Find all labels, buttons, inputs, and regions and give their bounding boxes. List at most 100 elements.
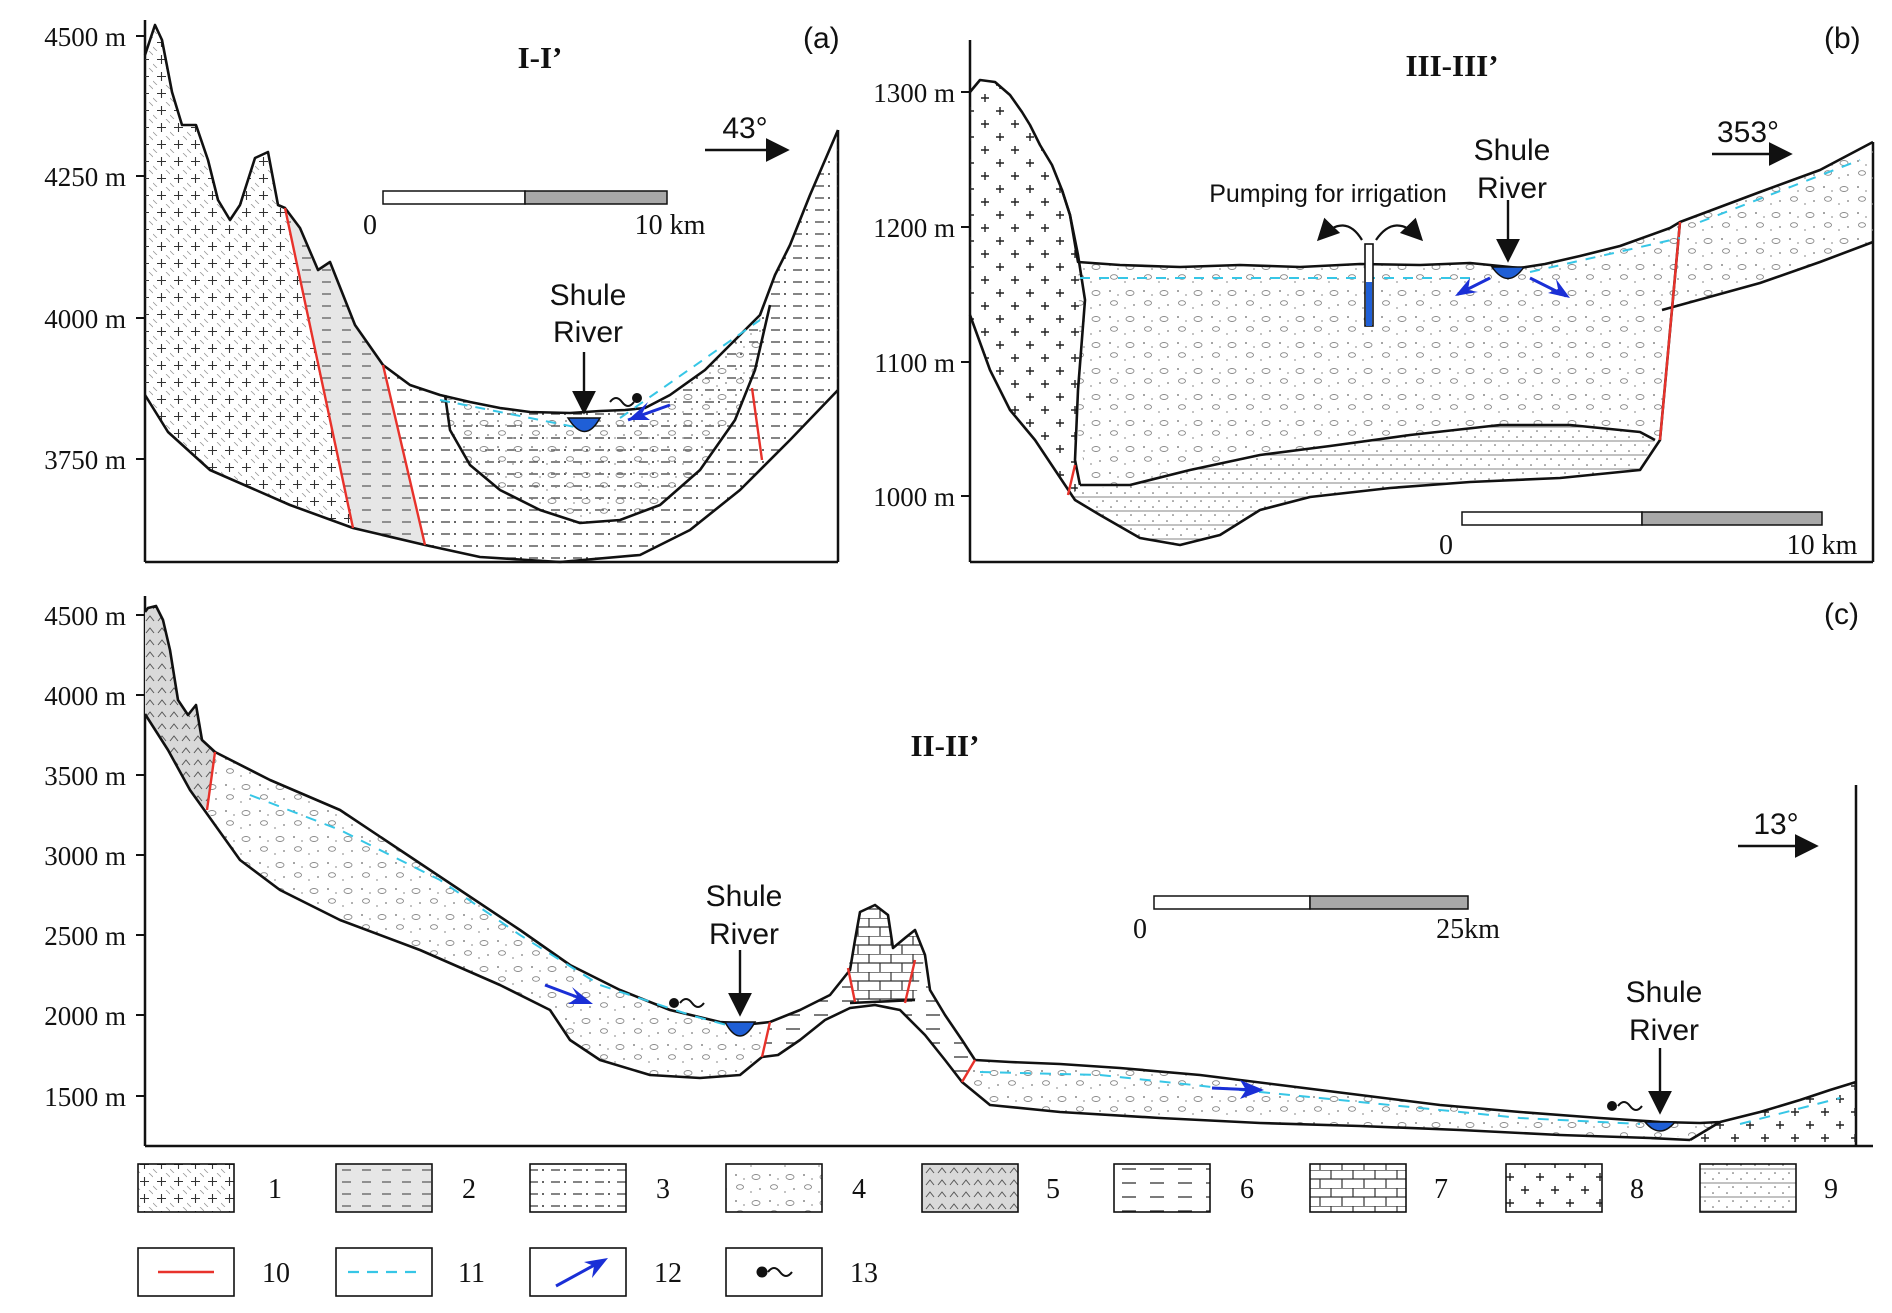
b-scale-start: 0: [1439, 530, 1453, 561]
legend-swatch-7: [1309, 1163, 1407, 1213]
c-surface-line: [143, 604, 1857, 1125]
b-river-label-line1: Shule: [1474, 134, 1551, 167]
legend-label-5: 5: [1046, 1174, 1060, 1205]
legend-label-1: 1: [268, 1174, 282, 1205]
c-water-table: [249, 794, 1841, 1125]
b-fault: [1066, 464, 1077, 496]
legend-label-6: 6: [1240, 1174, 1254, 1205]
panel-c-y-tick-label: 4000 m: [44, 681, 126, 711]
a-section-title: I-I’: [518, 40, 563, 75]
b-flow-arrowhead: [1455, 278, 1478, 296]
c-layer-4-lower: [962, 1060, 1720, 1138]
legend-item-4: 4: [725, 1163, 866, 1213]
legend-item-11: 11: [335, 1247, 485, 1297]
legend-item-6: 6: [1113, 1163, 1254, 1213]
legend-swatch-2: [335, 1163, 433, 1213]
b-river-label-line2: River: [1477, 172, 1547, 205]
b-fault: [1658, 221, 1682, 441]
a-fault: [283, 207, 355, 529]
legend-swatch-6: [1113, 1163, 1211, 1213]
legend-item-2: 2: [335, 1163, 476, 1213]
b-layer-4: [1078, 222, 1680, 485]
panel-c: 4500 m 4000 m 3500 m 3000 m 2500 m 2000 …: [44, 596, 1873, 1148]
c-layer-6: [762, 925, 985, 1082]
c-brick-base: [849, 998, 916, 1005]
c-direction-label: 13°: [1753, 808, 1798, 841]
c-layer-4-upper: [207, 752, 770, 1078]
legend-label-2: 2: [462, 1174, 476, 1205]
legend-item-12: 12: [529, 1247, 682, 1297]
a-layer-2: [285, 208, 425, 545]
panel-b-y-tick-label: 1300 m: [873, 78, 955, 108]
a-spring-symbol: [609, 393, 642, 407]
legend-label-7: 7: [1434, 1174, 1448, 1205]
a-panel-label: (a): [803, 22, 840, 55]
c-scale-bar: [1153, 895, 1469, 910]
b-alluvium-base: [1080, 423, 1656, 487]
legend: 1 2 3 4 5 6 7 8: [137, 1163, 1838, 1297]
legend-item-9: 9: [1699, 1163, 1838, 1213]
legend-item-3: 3: [529, 1163, 670, 1213]
legend-label-10: 10: [262, 1258, 290, 1289]
a-scale-end: 10 km: [635, 210, 706, 241]
a-layer-1: [145, 25, 353, 528]
panel-a-y-tick-label: 4000 m: [44, 304, 126, 334]
legend-swatch-4: [725, 1163, 823, 1213]
panel-c-y-ticks: 4500 m 4000 m 3500 m 3000 m 2500 m 2000 …: [44, 601, 145, 1112]
flow-arrow-icon: [555, 1260, 601, 1288]
panel-a-y-ticks: 4500 m 4250 m 4000 m 3750 m: [44, 22, 145, 475]
c-spring-symbol-2: [1607, 1101, 1643, 1111]
legend-item-5: 5: [921, 1163, 1060, 1213]
b-pump-arrow-right: [1375, 217, 1424, 242]
panel-b: 1300 m 1200 m 1100 m 1000 m Shule River: [873, 22, 1875, 564]
panel-c-y-tick-label: 2500 m: [44, 921, 126, 951]
b-scale-end: 10 km: [1787, 530, 1858, 561]
legend-label-3: 3: [656, 1174, 670, 1205]
b-river: [1490, 266, 1526, 280]
c-plus-boundary: [1689, 1120, 1721, 1142]
b-panel-label: (b): [1824, 22, 1861, 55]
c-panel-label: (c): [1824, 598, 1859, 631]
c-flow-arrowhead: [568, 987, 593, 1004]
legend-item-7: 7: [1309, 1163, 1448, 1213]
b-direction-label: 353°: [1717, 116, 1779, 149]
c-river-2-label-line1: Shule: [1626, 976, 1703, 1009]
c-layer-8: [1680, 1082, 1856, 1146]
c-scale-end: 25km: [1436, 914, 1500, 945]
b-water-table: [1080, 159, 1861, 279]
panel-b-y-ticks: 1300 m 1200 m 1100 m 1000 m: [873, 78, 970, 512]
legend-swatch-9: [1699, 1163, 1797, 1213]
legend-swatch-13: [725, 1247, 823, 1297]
panel-c-y-tick-label: 2000 m: [44, 1001, 126, 1031]
panel-c-y-tick-label: 3500 m: [44, 761, 126, 791]
a-base-line: [143, 389, 839, 564]
flow-arrowhead-icon: [584, 1258, 608, 1278]
b-layer-4-right: [1662, 145, 1873, 310]
b-layer-8: [970, 80, 1085, 495]
c-river-2: [1643, 1121, 1677, 1132]
legend-label-8: 8: [1630, 1174, 1644, 1205]
panel-c-y-tick-label: 4500 m: [44, 601, 126, 631]
a-alluvium-boundary: [443, 304, 772, 525]
b-well-screen: [1366, 282, 1372, 326]
a-surface-line: [143, 23, 840, 415]
b-layer-9: [1068, 425, 1655, 545]
panel-b-y-tick-label: 1200 m: [873, 213, 955, 243]
panel-b-y-tick-label: 1000 m: [873, 482, 955, 512]
spring-icon: [756, 1266, 768, 1278]
a-river-label-line2: River: [553, 316, 623, 349]
c-fault: [960, 1059, 977, 1083]
legend-item-10: 10: [137, 1247, 290, 1297]
legend-swatch-12: [529, 1247, 627, 1297]
legend-swatch-8: [1505, 1163, 1603, 1213]
legend-swatch-3: [529, 1163, 627, 1213]
c-scale-start: 0: [1133, 914, 1147, 945]
b-flow-arrowhead: [1548, 279, 1570, 298]
b-granite-boundary: [1060, 189, 1087, 486]
panel-a-y-tick-label: 4500 m: [44, 22, 126, 52]
panel-a-y-tick-label: 3750 m: [44, 445, 126, 475]
c-flow-arrowhead: [1240, 1080, 1264, 1099]
b-section-title: III-III’: [1405, 48, 1498, 83]
c-fault: [846, 967, 857, 1003]
